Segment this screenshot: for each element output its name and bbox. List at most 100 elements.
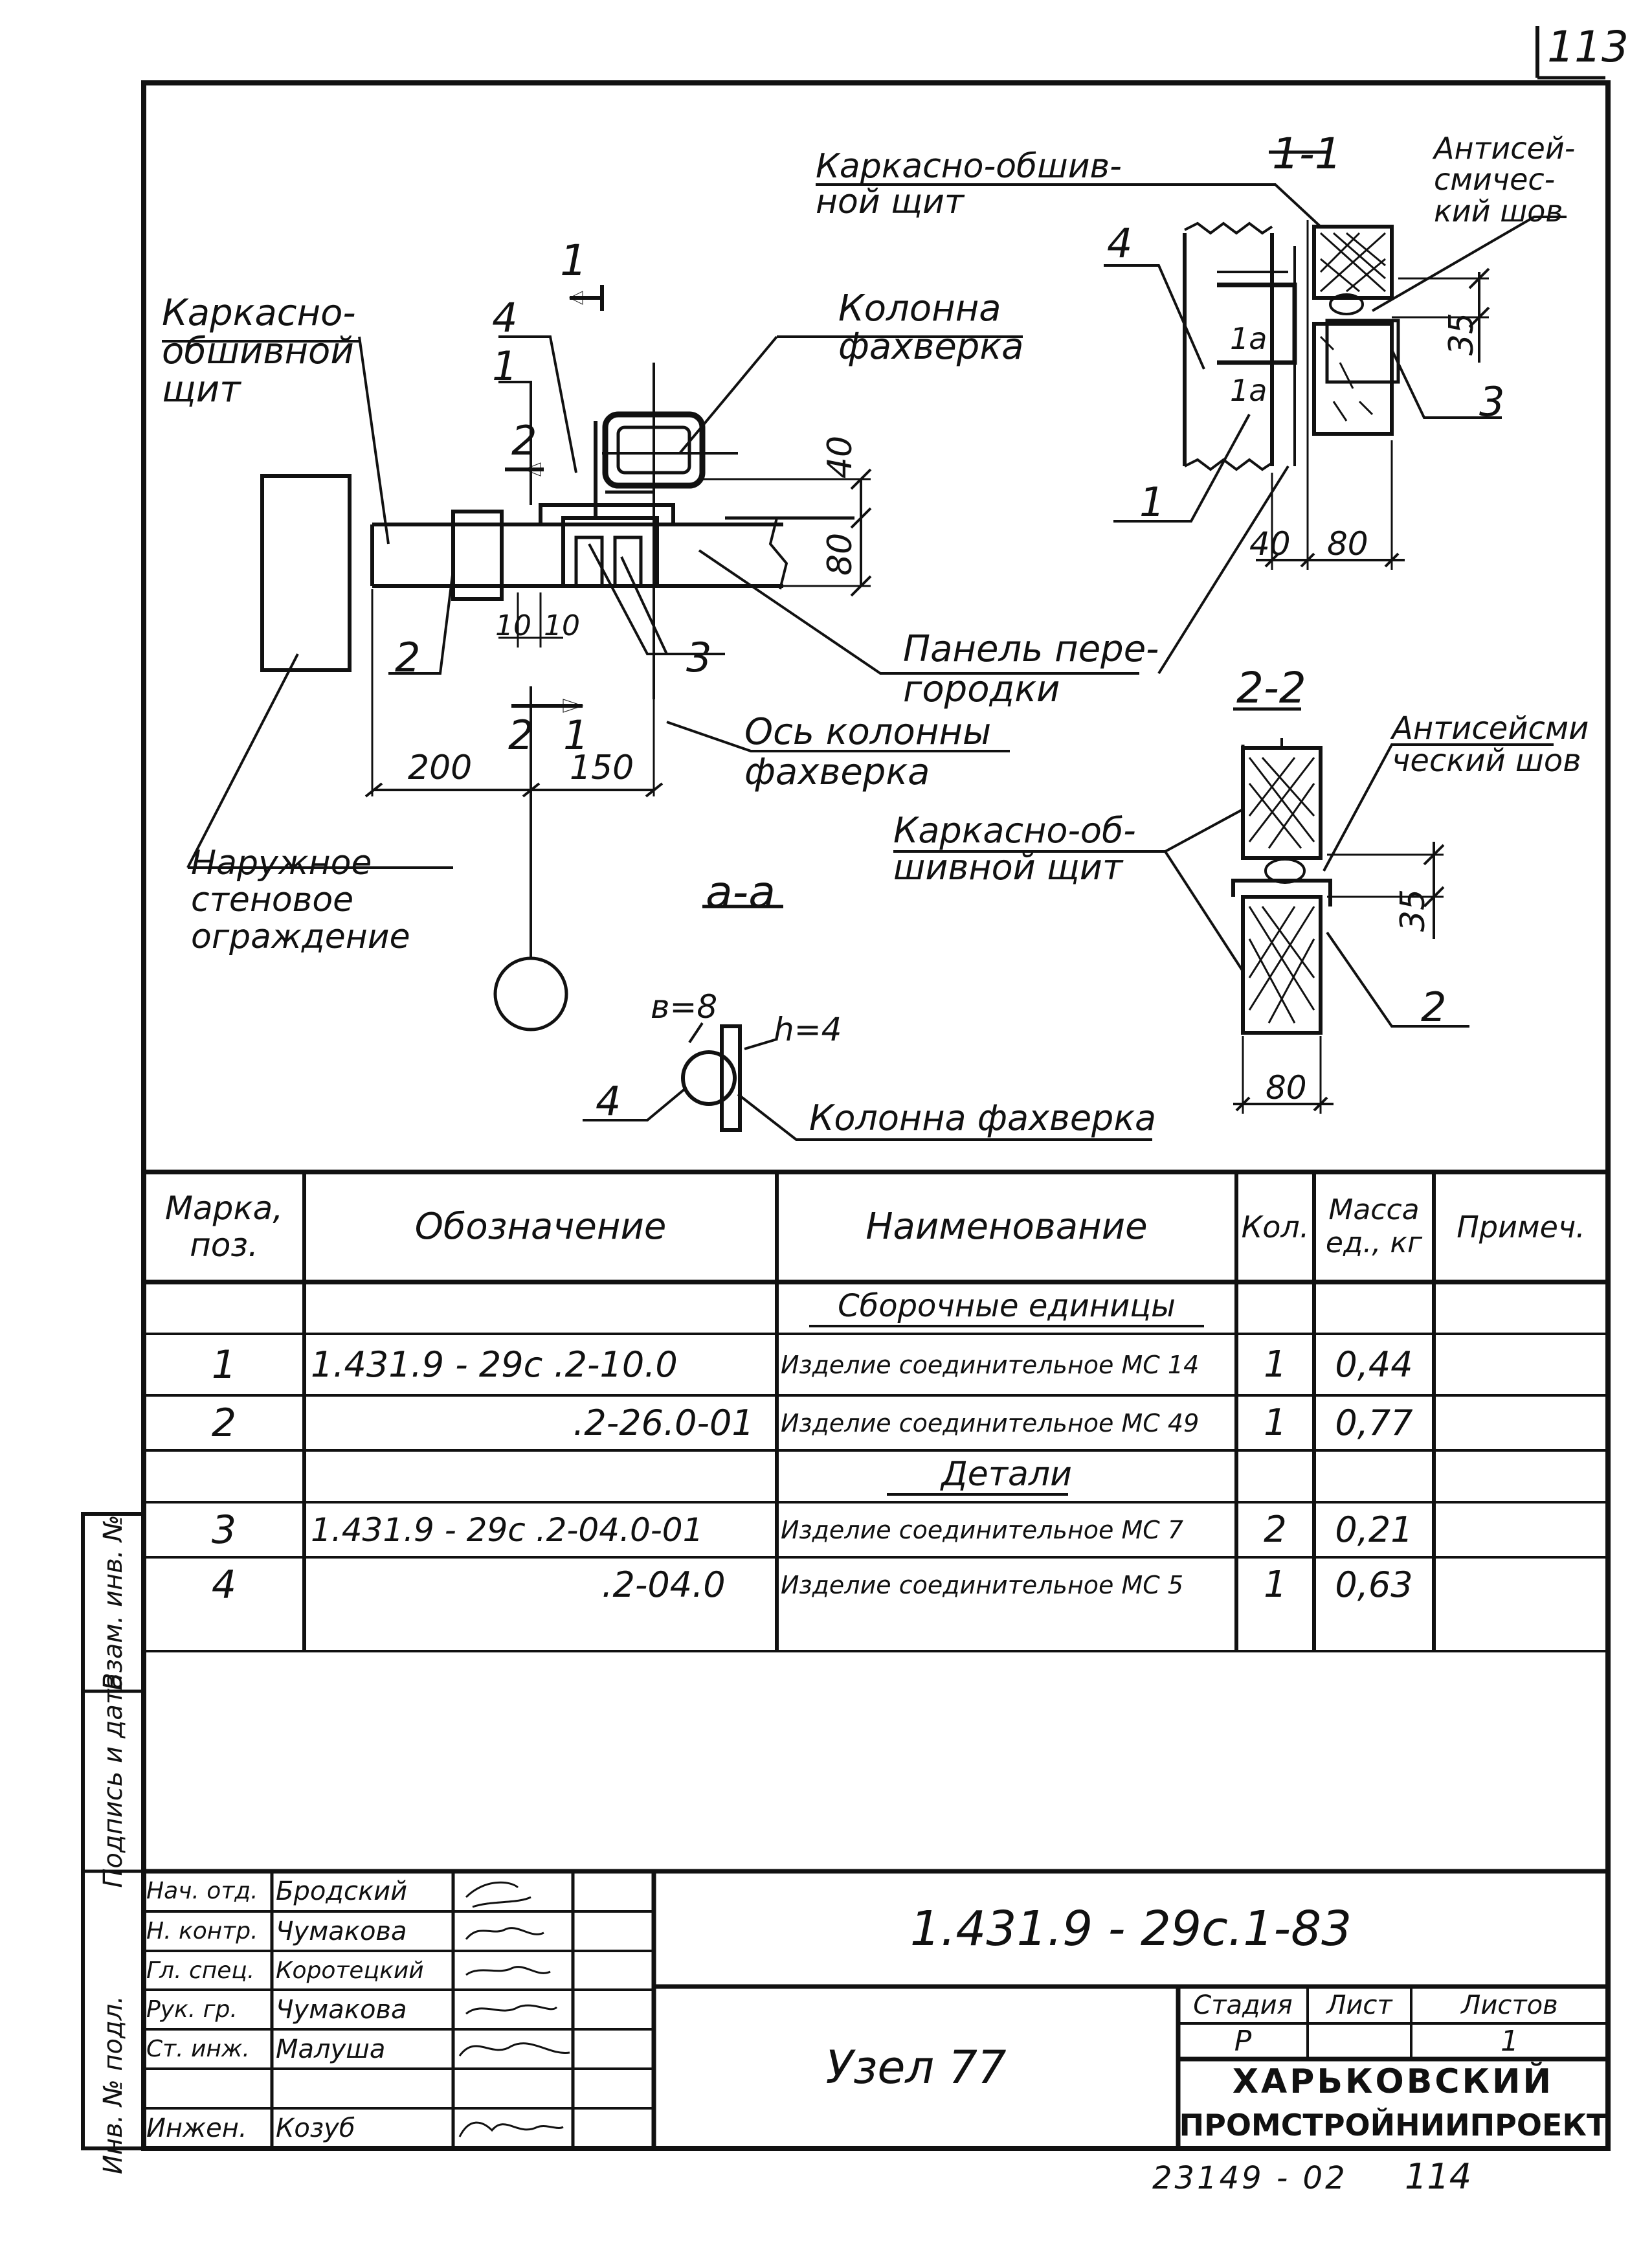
th-marka: Марка, поз. <box>164 1189 284 1264</box>
mark-3-main: 3 <box>686 634 712 681</box>
weld-column-label: Колонна фахверка <box>809 1098 1157 1138</box>
dim-80-main: 80 <box>821 532 860 576</box>
row4-designation: .2-04.0 <box>601 1564 726 1605</box>
row2-designation: .2-26.0-01 <box>573 1402 754 1443</box>
sheet-frame <box>141 80 1611 2151</box>
mark-2-22: 2 <box>1421 984 1447 1031</box>
tb-name-4: Чумакова <box>276 1995 407 2025</box>
tb-sheet-label: Лист <box>1326 1990 1392 2020</box>
side-stamp-frame <box>81 1512 146 2150</box>
weld-b: в=8 <box>651 988 718 1026</box>
axis-circle <box>493 956 568 1031</box>
dim-40-11: 40 <box>1249 525 1291 563</box>
mark-1-bottom: 1 <box>563 712 589 759</box>
row1-name: Изделие соединительное МС 14 <box>781 1351 1200 1379</box>
row4-qty: 1 <box>1264 1564 1287 1606</box>
label-antiseism-11: Антисей- смичес- кий шов <box>1434 131 1576 229</box>
tb-name-1: Бродский <box>276 1876 408 1906</box>
tb-title: Узел 77 <box>825 2041 1007 2094</box>
section-22-title: 2-2 <box>1236 663 1306 713</box>
stamp-inv-podl: Инв. № подл. <box>98 1996 128 2174</box>
label-panel: Панель пере- городки <box>903 628 1159 710</box>
dim-10b: 10 <box>544 609 580 642</box>
dim-10a: 10 <box>495 609 531 642</box>
th-note: Примеч. <box>1457 1210 1585 1244</box>
tb-sheets-label: Листов <box>1461 1990 1558 2020</box>
row2-qty: 1 <box>1264 1402 1287 1444</box>
signature-4 <box>465 2004 558 2015</box>
mark-2-top: 2 <box>511 417 537 464</box>
label-os: Ось колонны фахверка <box>744 711 992 793</box>
stamp-podpis: Подпись и дата <box>98 1673 128 1888</box>
row2-pos: 2 <box>211 1401 237 1446</box>
weld-h: h=4 <box>774 1011 842 1048</box>
tb-org-line2: Промстройниипроект <box>1179 2108 1607 2143</box>
row1-designation: 1.431.9 - 29с .2-10.0 <box>311 1344 678 1385</box>
th-name: Наименование <box>865 1206 1148 1248</box>
row1-mass: 0,44 <box>1335 1344 1413 1385</box>
signature-2 <box>465 1927 544 1940</box>
label-kolonna: Колонна фахверка <box>838 287 1024 368</box>
row3-mass: 0,21 <box>1335 1509 1413 1550</box>
th-mass: Масса ед., кг <box>1325 1193 1423 1259</box>
tb-role-7: Инжен. <box>146 2113 247 2143</box>
section-assembly: Сборочные единицы <box>838 1288 1176 1324</box>
mark-4-11: 4 <box>1107 220 1133 267</box>
tb-name-5: Малуша <box>276 2034 386 2064</box>
dim-80-11: 80 <box>1327 525 1368 563</box>
page-number: 113 <box>1547 22 1629 72</box>
outer-wall-panel <box>260 474 352 672</box>
connector-block-2 <box>451 510 504 601</box>
tb-name-3: Коротецкий <box>276 1957 424 1984</box>
tb-role-3: Гл. спец. <box>146 1957 255 1984</box>
row2-name: Изделие соединительное МС 49 <box>781 1409 1200 1437</box>
row1-qty: 1 <box>1264 1344 1287 1386</box>
row3-pos: 3 <box>211 1507 237 1553</box>
dim-40-main: 40 <box>821 435 860 479</box>
mark-4-main: 4 <box>492 294 518 341</box>
label-antiseism-22: Антисейсми ческий шов <box>1392 710 1589 780</box>
tb-role-4: Рук. гр. <box>146 1996 238 2023</box>
dim-80-22: 80 <box>1266 1069 1307 1107</box>
mark-2-bottom: 2 <box>508 712 534 759</box>
mark-3-11: 3 <box>1479 378 1505 425</box>
label-karkasno-22: Каркасно-об- шивной щит <box>893 810 1136 888</box>
signature-3 <box>465 1966 551 1976</box>
label-karkasno-left: Каркасно- обшивной щит <box>162 292 356 411</box>
row4-pos: 4 <box>211 1562 237 1608</box>
tb-name-2: Чумакова <box>276 1917 407 1946</box>
tb-document-code: 1.431.9 - 29с.1-83 <box>910 1901 1352 1957</box>
mark-2-main: 2 <box>395 634 421 681</box>
mark-1a-11-a: 1а <box>1230 321 1267 356</box>
tb-role-5: Ст. инж. <box>146 2036 250 2062</box>
row1-pos: 1 <box>211 1342 237 1388</box>
mark-1-top: 1 <box>560 236 587 286</box>
bottom-code: 23149 - 02 <box>1152 2160 1348 2196</box>
row3-qty: 2 <box>1264 1509 1287 1551</box>
dim-35-11: 35 <box>1442 312 1482 356</box>
row3-name: Изделие соединительное МС 7 <box>781 1516 1184 1544</box>
section-11-title: 1-1 <box>1272 129 1342 179</box>
signature-5 <box>458 2042 570 2056</box>
tb-role-2: Н. контр. <box>146 1918 258 1944</box>
bottom-number: 114 <box>1405 2156 1472 2197</box>
th-designation: Обозначение <box>414 1206 667 1248</box>
row4-mass: 0,63 <box>1335 1564 1413 1605</box>
dim-200: 200 <box>408 749 473 787</box>
label-karkasno-11: Каркасно-обшив- ной щит <box>816 147 1122 221</box>
mark-1a-11-b: 1а <box>1230 373 1267 408</box>
label-naruzhnoe: Наружное стеновое ограждение <box>191 844 410 957</box>
row4-name: Изделие соединительное МС 5 <box>781 1571 1184 1599</box>
tb-stage: Р <box>1234 2025 1252 2058</box>
weld-mark-4: 4 <box>596 1077 621 1125</box>
dim-150: 150 <box>570 749 634 787</box>
section-details: Детали <box>941 1455 1072 1494</box>
signature-6 <box>458 2121 564 2137</box>
mark-1-main: 1 <box>492 343 518 390</box>
dim-35-22: 35 <box>1394 888 1433 932</box>
tb-sheets: 1 <box>1501 2025 1519 2058</box>
tb-sheet <box>1308 2025 1411 2058</box>
tb-stage-label: Стадия <box>1193 1990 1293 2020</box>
tb-org-line1: Харьковский <box>1232 2062 1554 2101</box>
